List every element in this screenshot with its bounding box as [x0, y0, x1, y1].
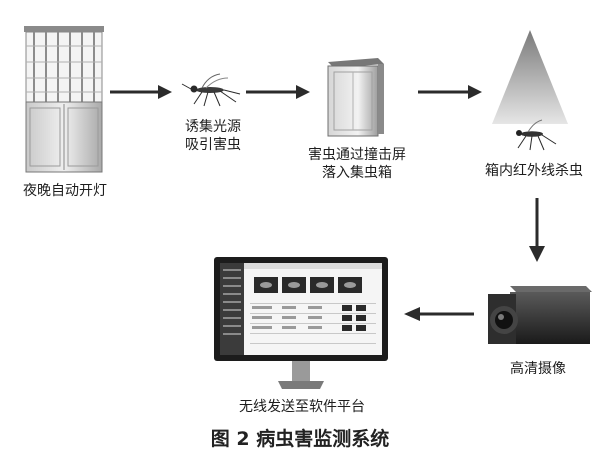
arrow-right-icon: [246, 85, 310, 99]
trap-lamp-device: [24, 26, 104, 173]
step-collect-line2: 落入集虫箱: [322, 165, 392, 181]
dead-mosquito-icon: [516, 119, 557, 151]
figure-caption: 图 2 病虫害监测系统: [210, 428, 390, 450]
arrow-down-icon: [529, 198, 545, 262]
step-attract-line2: 吸引害虫: [185, 137, 241, 153]
arrow-left-icon: [404, 307, 474, 321]
arrow-right-icon: [418, 85, 482, 99]
step-collect-line1: 害虫通过撞击屏: [308, 147, 406, 163]
arrow-right-icon: [110, 85, 172, 99]
software-platform-monitor: [214, 257, 388, 389]
step-camera-label: 高清摄像: [510, 361, 566, 377]
step-collect-label: 害虫通过撞击屏 落入集虫箱: [296, 146, 418, 182]
step-kill-label: 箱内红外线杀虫: [485, 163, 583, 179]
step-attract-label: 诱集光源 吸引害虫: [168, 118, 258, 154]
infrared-beam-icon: [492, 30, 568, 124]
hd-camera-device: [488, 286, 592, 344]
step-attract-line1: 诱集光源: [185, 119, 241, 135]
step-lamp-label: 夜晚自动开灯: [23, 183, 107, 199]
step-platform-label: 无线发送至软件平台: [239, 399, 365, 415]
collection-box-device: [327, 58, 384, 137]
mosquito-icon: [181, 73, 241, 107]
